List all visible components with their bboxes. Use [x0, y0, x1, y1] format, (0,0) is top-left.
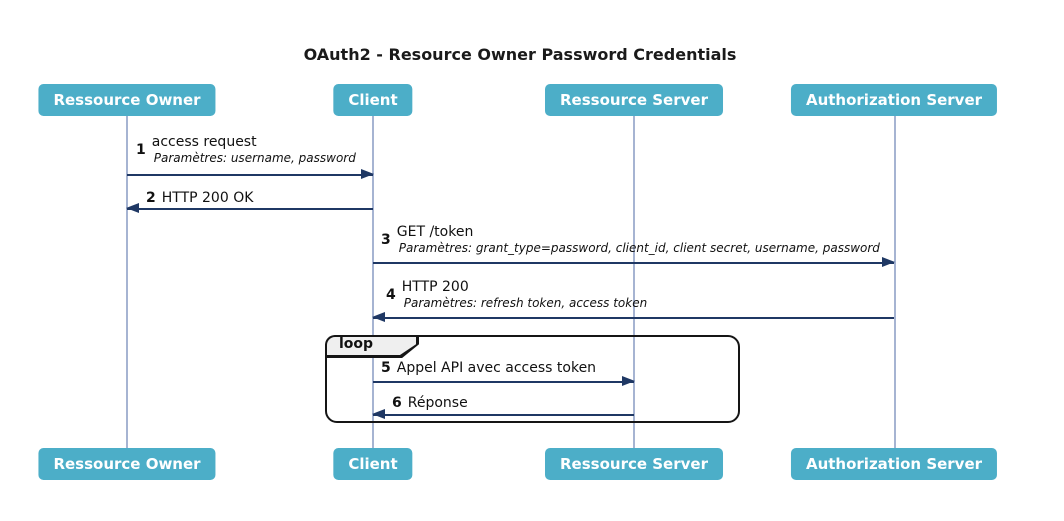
message-3-number: 3 — [381, 231, 391, 248]
message-5-name: Appel API avec access token — [396, 360, 597, 376]
participant-ressource-server-bottom: Ressource Server — [545, 448, 723, 480]
loop-label: loop — [339, 336, 374, 352]
message-5-label: 5 Appel API avec access token — [381, 360, 596, 376]
message-4-number: 4 — [386, 286, 396, 303]
lifeline-client — [372, 116, 374, 448]
message-3-params: Paramètres: grant_type=password, client_… — [398, 241, 880, 255]
message-2-number: 2 — [146, 190, 156, 206]
message-4-name: HTTP 200 — [401, 279, 469, 295]
participant-client-top: Client — [333, 84, 413, 116]
message-6-number: 6 — [392, 395, 402, 411]
participant-ressource-owner-top: Ressource Owner — [38, 84, 216, 116]
message-4-label: 4 HTTP 200 Paramètres: refresh token, ac… — [386, 279, 647, 310]
message-6-arrow — [372, 409, 634, 419]
message-2-arrow — [126, 203, 373, 213]
participant-ressource-server-top: Ressource Server — [545, 84, 723, 116]
lifeline-ressource-server — [633, 116, 635, 448]
message-2-label: 2 HTTP 200 OK — [146, 190, 253, 206]
message-4-arrow — [372, 312, 894, 322]
message-1-name: access request — [151, 134, 257, 150]
loop-tab-background — [327, 337, 416, 355]
message-5-number: 5 — [381, 360, 391, 376]
message-6-name: Réponse — [407, 395, 468, 411]
participant-client-bottom: Client — [333, 448, 413, 480]
message-1-arrow — [127, 169, 374, 179]
participant-authorization-server-bottom: Authorization Server — [790, 448, 998, 480]
lifeline-ressource-owner — [126, 116, 128, 448]
diagram-title: OAuth2 - Resource Owner Password Credent… — [303, 45, 737, 64]
message-1-label: 1 access request Paramètres: username, p… — [136, 134, 356, 165]
message-2-name: HTTP 200 OK — [161, 190, 254, 206]
message-1-params: Paramètres: username, password — [153, 151, 356, 165]
message-1-number: 1 — [136, 141, 146, 158]
participant-ressource-owner-bottom: Ressource Owner — [38, 448, 216, 480]
message-3-name: GET /token — [396, 224, 474, 240]
message-6-label: 6 Réponse — [392, 395, 468, 411]
message-4-params: Paramètres: refresh token, access token — [403, 296, 648, 310]
message-5-arrow — [373, 376, 635, 386]
message-3-label: 3 GET /token Paramètres: grant_type=pass… — [381, 224, 880, 255]
loop-tab: loop — [325, 335, 419, 358]
lifeline-authorization-server — [894, 116, 896, 448]
participant-authorization-server-top: Authorization Server — [790, 84, 998, 116]
message-3-arrow — [373, 257, 895, 267]
